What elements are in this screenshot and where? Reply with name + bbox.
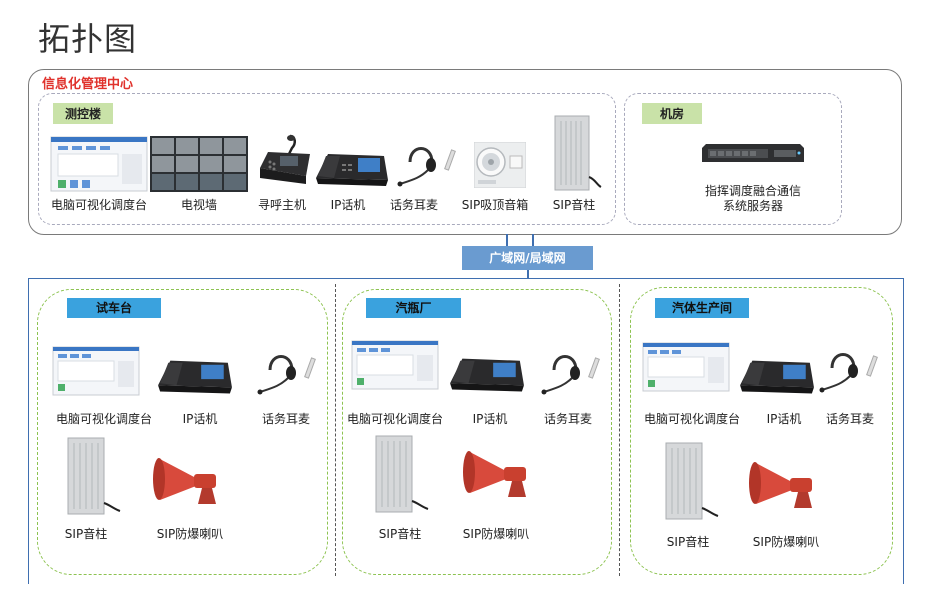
server-label-line1: 指挥调度融合通信 (704, 184, 801, 198)
device-label: SIP吸顶音箱 (461, 198, 529, 212)
ceiling-speaker-icon (473, 141, 527, 192)
device-label: 话务耳麦 (543, 412, 592, 426)
sites-frame (28, 278, 904, 584)
downlink-connector (527, 269, 529, 279)
ip-phone-icon (314, 146, 390, 192)
device-label: SIP防爆喇叭 (462, 527, 530, 541)
headset-icon (396, 138, 458, 192)
device-label: 电脑可视化调度台 (643, 412, 740, 426)
site-divider (619, 284, 620, 576)
device-label: 话务耳麦 (825, 412, 874, 426)
page-title: 拓扑图 (38, 20, 138, 58)
device-label: 话务耳麦 (261, 412, 310, 426)
site-box-bottle-plant (342, 289, 612, 575)
device-label: SIP防爆喇叭 (156, 527, 224, 541)
device-label: 话务耳麦 (389, 198, 438, 212)
device-label: IP话机 (330, 198, 366, 212)
column-speaker-icon (553, 115, 605, 197)
site-tag: 汽瓶厂 (366, 298, 461, 318)
device-label: 电脑可视化调度台 (50, 198, 147, 212)
device-label: IP话机 (766, 412, 802, 426)
horn-speaker-icon (746, 456, 818, 516)
headset-icon (818, 344, 880, 398)
uplink-connector-left (506, 234, 508, 247)
dispatch-console-icon (642, 342, 730, 396)
server-label-line2: 系统服务器 (722, 199, 783, 213)
ip-phone-icon (738, 352, 816, 400)
device-label: IP话机 (472, 412, 508, 426)
device-label: SIP音柱 (666, 535, 710, 549)
uplink-connector-right (532, 234, 534, 247)
device-label: 寻呼主机 (257, 198, 306, 212)
horn-speaker-icon (460, 445, 532, 505)
paging-host-icon (256, 134, 312, 192)
site-tag: 汽体生产间 (655, 298, 749, 318)
device-label: IP话机 (182, 412, 218, 426)
ip-phone-icon (448, 350, 526, 398)
device-label: 电视墙 (180, 198, 217, 212)
server-icon (700, 142, 806, 170)
device-label: SIP音柱 (378, 527, 422, 541)
column-speaker-icon (662, 442, 722, 526)
column-speaker-icon (372, 435, 432, 519)
dispatch-console-icon (52, 346, 140, 400)
device-label: SIP防爆喇叭 (752, 535, 820, 549)
site-tag: 试车台 (67, 298, 161, 318)
device-label: SIP音柱 (552, 198, 596, 212)
site-box-test-bench (37, 289, 328, 575)
headset-icon (540, 346, 602, 400)
machine-room-tag: 机房 (642, 103, 702, 124)
site-box-gas-production (630, 287, 893, 575)
management-center-frame (28, 69, 902, 235)
dispatch-console-icon (351, 340, 439, 394)
device-label: 电脑可视化调度台 (55, 412, 152, 426)
network-box: 广域网/局域网 (462, 246, 593, 270)
headset-icon (256, 346, 318, 400)
machine-room-box (624, 93, 842, 225)
horn-speaker-icon (150, 452, 222, 512)
dispatch-console-icon (50, 136, 148, 196)
control-building-box (38, 93, 616, 225)
management-center-title: 信息化管理中心 (42, 77, 134, 92)
ip-phone-icon (156, 352, 234, 400)
column-speaker-icon (64, 437, 124, 521)
site-divider (335, 284, 336, 576)
device-label: 电脑可视化调度台 (346, 412, 443, 426)
tv-wall-icon (150, 136, 248, 196)
control-building-tag: 测控楼 (53, 103, 113, 124)
device-label: SIP音柱 (64, 527, 108, 541)
